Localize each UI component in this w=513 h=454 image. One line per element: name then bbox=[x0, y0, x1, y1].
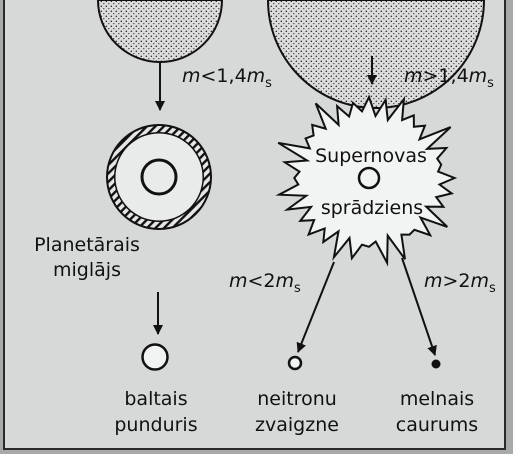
planetary-nebula-label-line2: miglājs bbox=[53, 259, 121, 281]
black-hole-label-line1: melnais bbox=[400, 388, 474, 410]
black-hole-label-line2: caurums bbox=[396, 414, 478, 436]
mass-condition-left: m<1,4ms bbox=[182, 65, 272, 91]
small-star-shape bbox=[98, 0, 222, 62]
supernova-label-line1: Supernovas bbox=[315, 145, 427, 167]
neutron-star-label-line2: zvaigzne bbox=[255, 414, 339, 436]
white-dwarf-label-line1: baltais bbox=[124, 388, 187, 410]
supernova-label-line2: sprādziens bbox=[321, 197, 423, 219]
planetary-nebula-shape bbox=[106, 124, 212, 230]
supernova-core-shape bbox=[359, 168, 379, 188]
mass-condition-lower-left: m<2ms bbox=[229, 270, 301, 296]
white-dwarf-shape bbox=[143, 345, 168, 370]
black-hole-shape bbox=[432, 360, 441, 369]
arrow-to-neutron-star bbox=[298, 262, 334, 352]
white-dwarf-label-line2: punduris bbox=[114, 414, 197, 436]
large-star-shape bbox=[268, 0, 484, 108]
neutron-star-label-line1: neitronu bbox=[257, 388, 337, 410]
neutron-star-shape bbox=[289, 357, 301, 369]
planetary-nebula-label-line1: Planetārais bbox=[34, 234, 140, 256]
mass-condition-lower-right: m>2ms bbox=[424, 270, 496, 296]
